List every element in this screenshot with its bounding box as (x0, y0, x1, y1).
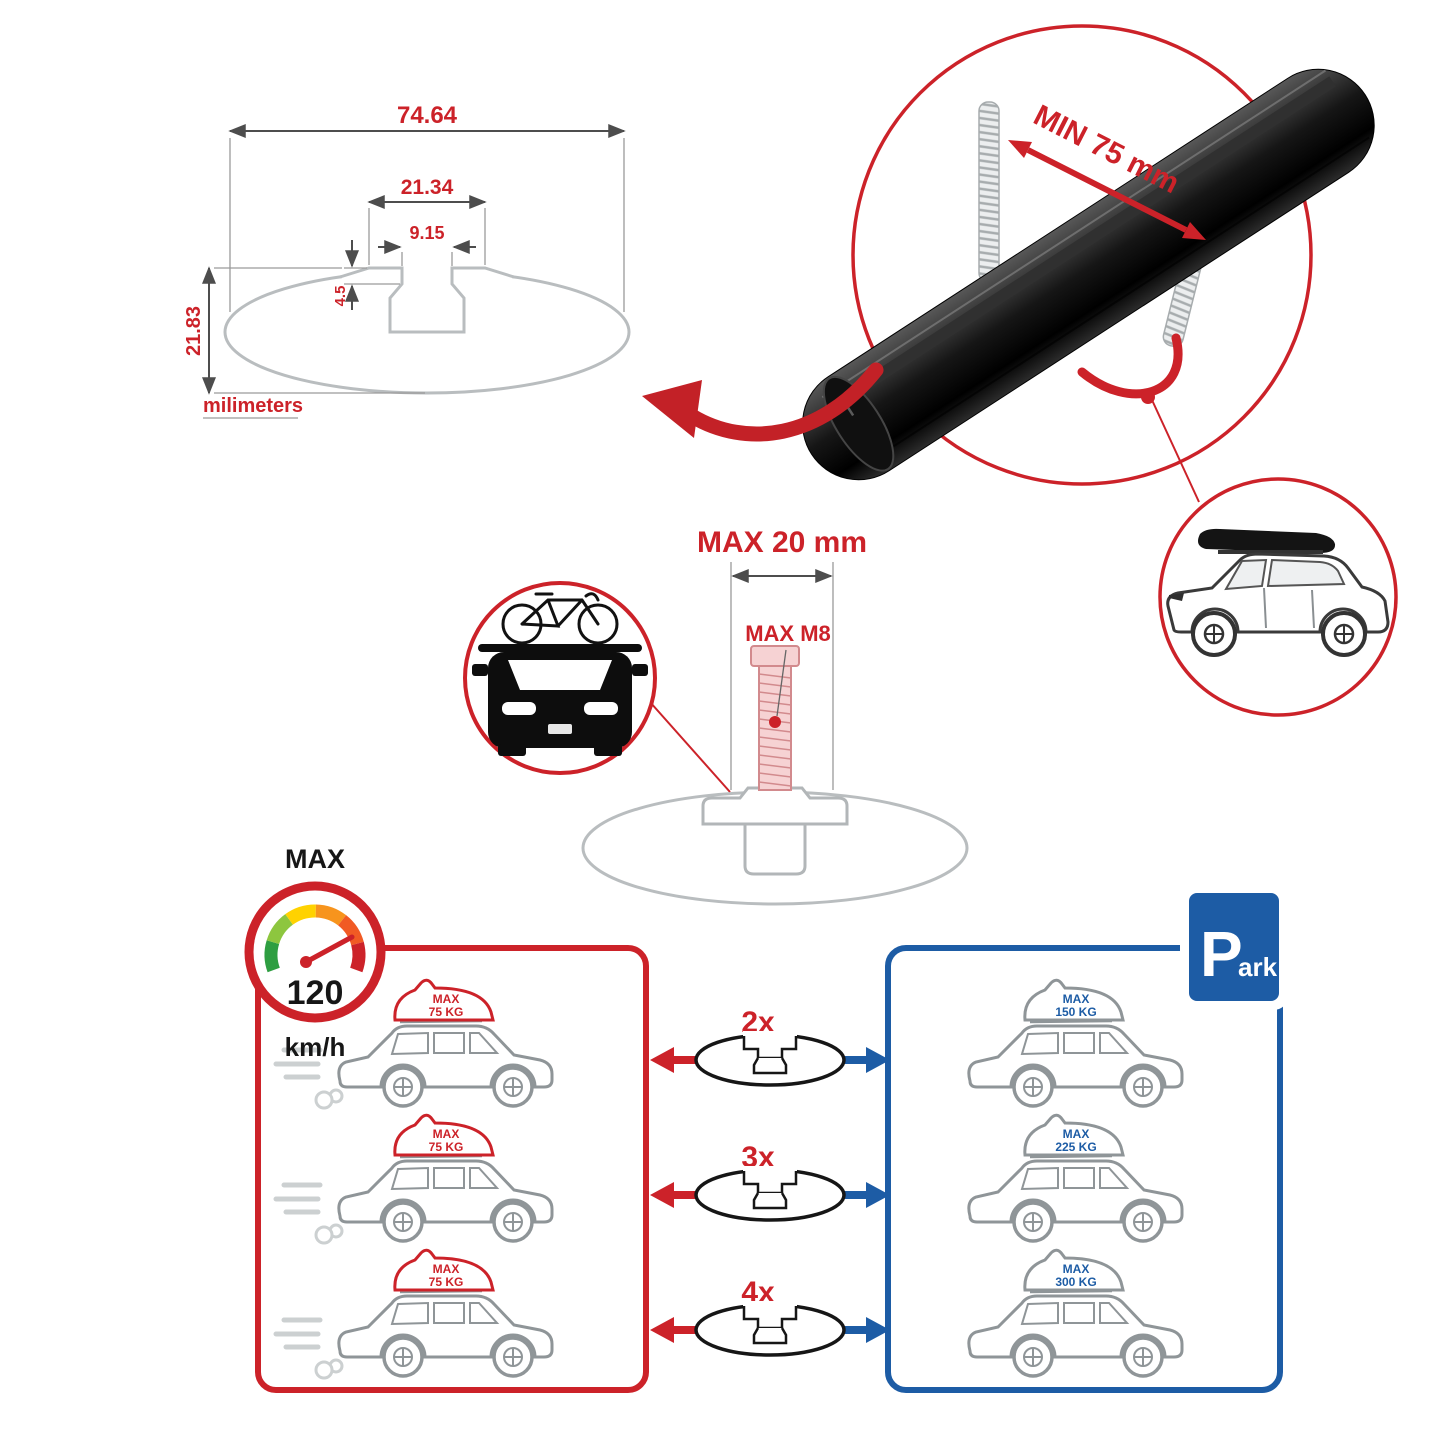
thread-dot (769, 716, 781, 728)
bar-to-profile-arrowhead (642, 380, 702, 438)
load-line1: MAX (1063, 1127, 1090, 1141)
suv-crossbar (1218, 550, 1323, 554)
suv-illustration (1166, 528, 1390, 657)
min-span-arrowhead-start (1008, 140, 1032, 158)
bolt-max-length-label: MAX 20 mm (697, 526, 867, 559)
crossbar-section-icon (694, 1029, 846, 1087)
roof-load-badge: MAX 150 KG (1023, 978, 1125, 1022)
gauge-needle (303, 934, 355, 965)
car-mirror-right (632, 664, 648, 676)
bolt-detail: MAX 20 mm MAX M8 (581, 526, 969, 906)
tslot-adapter-stem (743, 822, 807, 876)
gauge-needle-pivot (300, 956, 312, 968)
suv-windshield (1224, 558, 1268, 591)
bar-detail-circle: MIN 75 mm (802, 24, 1375, 503)
bike-illustration (501, 592, 619, 645)
tslot-adapter-plate (701, 786, 849, 826)
gauge-arcs (264, 904, 366, 973)
roof-load-badge: MAX 75 KG (393, 1113, 495, 1157)
right-arrowhead (866, 1182, 890, 1208)
car-wheel-right (594, 744, 622, 756)
car-headlight-right (584, 702, 618, 715)
left-arrowhead (650, 1317, 674, 1343)
profile-channel (339, 266, 515, 334)
unit-note: milimeters (203, 395, 303, 417)
leader-to-suv-circle (1151, 399, 1200, 503)
car-mirror-left (472, 664, 488, 676)
park-sign: P ark (1180, 884, 1288, 1010)
aluminum-crossbar (802, 68, 1375, 481)
car-plate (548, 724, 572, 734)
crossbar-section-icon (694, 1164, 846, 1222)
parked-cars: MAX 150 KG MAX 225 KG MAX 300 KG (967, 978, 1184, 1378)
speed-unit: km/h (285, 1032, 346, 1062)
dim-total-width: 74.64 (397, 102, 458, 129)
dim-total-height: 21.83 (183, 306, 205, 356)
min-span-arrowhead-end (1182, 222, 1206, 240)
load-line1: MAX (433, 992, 460, 1006)
dimension-lines (202, 124, 626, 419)
speed-value: 120 (287, 974, 344, 1012)
left-arrowhead (650, 1047, 674, 1073)
roof-box (1198, 528, 1336, 553)
threaded-hook-rod-left (978, 101, 1000, 283)
car-headlight-left (502, 702, 536, 715)
right-arrowhead (866, 1317, 890, 1343)
car-wheel-left (498, 744, 526, 756)
roof-load-badge: MAX 75 KG (393, 1248, 495, 1292)
profile-mask (342, 258, 512, 280)
roof-load-badge: MAX 225 KG (1023, 1113, 1125, 1157)
car-front-illustration (472, 644, 648, 756)
car-windshield (508, 660, 612, 690)
load-line1: MAX (1063, 992, 1090, 1006)
load-line2: 75 KG (429, 1140, 464, 1154)
dim-slot-depth: 4.5 (332, 286, 349, 307)
crossbar-section-icon (694, 1299, 846, 1357)
dim-slot-width: 9.15 (409, 223, 444, 243)
load-line1: MAX (433, 1127, 460, 1141)
left-arrowhead (650, 1182, 674, 1208)
park-sign-suffix: ark (1238, 952, 1278, 982)
load-line1: MAX (433, 1262, 460, 1276)
bolt-head (750, 645, 800, 667)
right-arrowhead (866, 1047, 890, 1073)
park-sign-blue-square (1189, 893, 1279, 1001)
thread-leader-line (776, 649, 787, 717)
load-line2: 150 KG (1055, 1005, 1096, 1019)
load-line2: 300 KG (1055, 1275, 1096, 1289)
crossbar-profile-drawing: 74.64 21.34 9.15 4.5 21.83 milimeters (183, 102, 631, 419)
speed-limit-gauge: MAX 120 km/h (244, 844, 386, 1062)
park-sign-p: P (1200, 918, 1243, 990)
hook-strap-curve (1077, 333, 1183, 399)
roof-load-badge: MAX 300 KG (1023, 1248, 1125, 1292)
speed-max-label: MAX (285, 844, 345, 874)
load-line2: 75 KG (429, 1005, 464, 1019)
driving-cars: MAX 75 KG MAX 75 KG MAX 75 KG (276, 978, 554, 1378)
bike-car-circle (463, 581, 731, 793)
bolt-max-thread-label: MAX M8 (745, 621, 831, 646)
load-line1: MAX (1063, 1262, 1090, 1276)
suv-roofbox-circle (1158, 477, 1398, 717)
extension-lines (214, 138, 625, 394)
roof-crossbar (478, 644, 642, 652)
suv-headlight (1169, 593, 1184, 601)
dim-channel-width: 21.34 (401, 176, 454, 199)
suv-side-window (1266, 558, 1346, 588)
roof-load-badge: MAX 75 KG (393, 978, 495, 1022)
load-line2: 75 KG (429, 1275, 464, 1289)
crossbar-count-rows: 2x 3x 4x (650, 1006, 890, 1357)
load-line2: 225 KG (1055, 1140, 1096, 1154)
bar-to-profile-arrow (642, 362, 884, 442)
leader-to-bolt (649, 701, 731, 793)
